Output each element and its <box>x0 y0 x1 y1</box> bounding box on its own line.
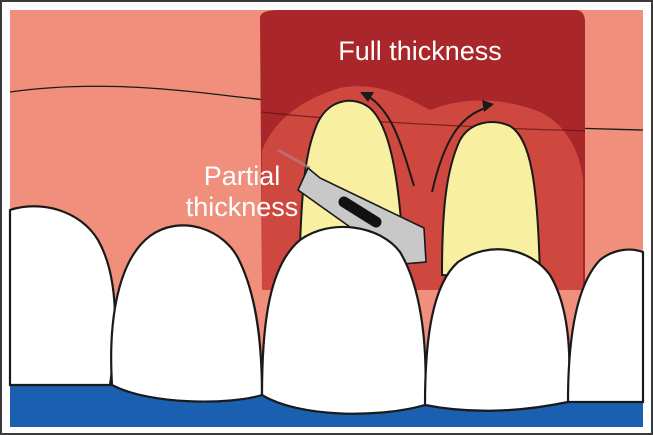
partial-thickness-label-line1: Partial <box>204 161 281 191</box>
full-thickness-label: Full thickness <box>338 36 502 66</box>
partial-thickness-label-line2: thickness <box>186 192 299 222</box>
tooth-center <box>262 227 426 414</box>
